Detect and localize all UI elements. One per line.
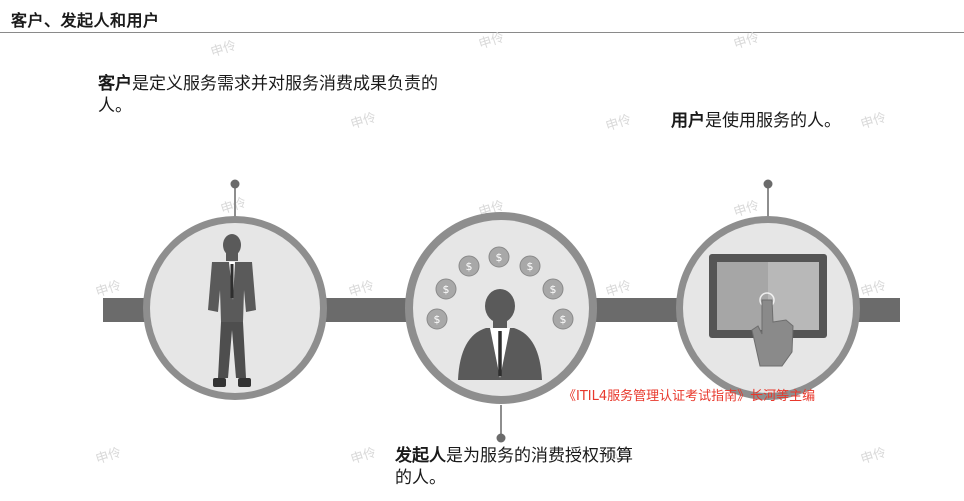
svg-text:$: $ bbox=[434, 313, 441, 326]
hand-touching-tablet-icon bbox=[709, 254, 827, 367]
slide-header: 客户、发起人和用户 bbox=[0, 0, 964, 33]
pin-dot-icon bbox=[230, 179, 240, 189]
user-definition-text: 是使用服务的人。 bbox=[705, 111, 841, 131]
user-pin bbox=[763, 179, 773, 219]
svg-text:$: $ bbox=[443, 283, 450, 296]
slide-title: 客户、发起人和用户 bbox=[11, 11, 160, 30]
svg-text:$: $ bbox=[496, 251, 503, 264]
svg-text:$: $ bbox=[527, 260, 534, 273]
customer-definition-text: 是定义服务需求并对服务消费成果负责的人。 bbox=[98, 74, 438, 116]
sponsor-definition-text: 是为服务的消费授权预算的人。 bbox=[395, 446, 633, 488]
customer-circle bbox=[143, 216, 327, 400]
user-definition: 用户是使用服务的人。 bbox=[671, 110, 901, 132]
svg-text:$: $ bbox=[550, 283, 557, 296]
standing-person-icon bbox=[208, 234, 256, 387]
sponsor-definition: 发起人是为服务的消费授权预算的人。 bbox=[395, 445, 645, 489]
customer-term: 客户 bbox=[98, 74, 132, 94]
customer-pin bbox=[230, 179, 240, 219]
person-with-coins-icon: $ $ $ $ $ $ $ bbox=[426, 246, 574, 380]
source-note: 《ITIL4服务管理认证考试指南》长河等主编 bbox=[563, 389, 816, 404]
sponsor-term: 发起人 bbox=[395, 446, 446, 466]
customer-definition: 客户是定义服务需求并对服务消费成果负责的人。 bbox=[98, 73, 448, 117]
svg-text:$: $ bbox=[466, 260, 473, 273]
pin-dot-icon bbox=[763, 179, 773, 189]
user-circle bbox=[676, 216, 860, 400]
user-term: 用户 bbox=[671, 111, 705, 131]
sponsor-circle: $ $ $ $ $ $ $ bbox=[405, 212, 597, 404]
svg-text:$: $ bbox=[560, 313, 567, 326]
sponsor-pin bbox=[496, 405, 506, 443]
pin-dot-icon bbox=[496, 433, 506, 443]
